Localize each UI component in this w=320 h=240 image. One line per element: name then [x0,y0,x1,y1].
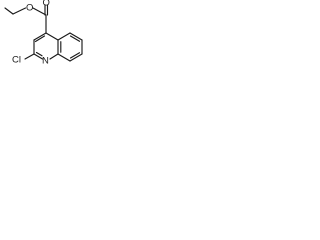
chlorine-label: Cl [12,55,21,66]
c2-n1-bond [33,53,44,60]
c5-c6-inner-bond [69,35,81,42]
c2-n1-inner-bond [35,51,43,57]
c5-c6-bond [69,32,83,41]
n1-c8a-bond [49,53,59,60]
ethyl-ch3-bond [4,7,14,15]
ester-oxygen-label: O [26,3,33,14]
ring-nitrogen-label: N [42,56,49,67]
c7-c8-bond [69,53,83,62]
c7-c8-inner-bond [69,52,81,59]
carbonyl-oxygen-label: O [43,0,50,9]
ester-oxygen-carbonyl-bond [32,7,47,16]
c4a-c4-bond [45,32,59,41]
chemical-structure-diagram: O O Cl N [4,0,83,67]
c4-c3-inner-bond [34,35,46,43]
c4a-c5-bond [57,32,71,41]
c8-c8a-bond [57,53,71,62]
ethyl-ch2-o-bond [12,7,27,15]
c4-c3-bond [33,32,47,41]
c2-chlorine-bond [24,53,35,60]
